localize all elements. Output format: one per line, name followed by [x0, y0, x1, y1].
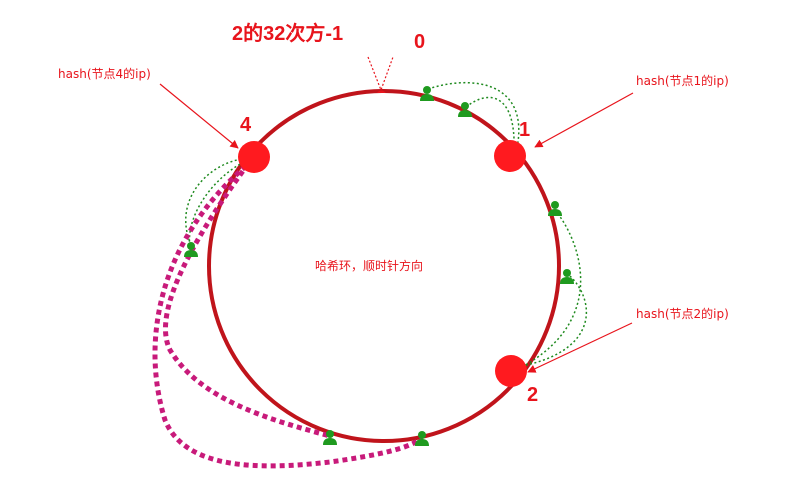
node-2-callout: hash(节点2的ip) — [636, 306, 729, 321]
max-value-label: 2的32次方-1 — [232, 21, 343, 45]
server-node-2: 2 — [495, 355, 538, 406]
node-4-callout: hash(节点4的ip) — [58, 66, 151, 81]
server-node-4: 4 — [238, 114, 270, 173]
callout-arrows — [159, 83, 634, 373]
server-node-1: 1 — [494, 119, 530, 172]
client-links-magenta — [152, 162, 424, 469]
user-icon — [560, 269, 574, 284]
node-1-callout: hash(节点1的ip) — [636, 73, 729, 88]
node-1-number: 1 — [519, 119, 530, 141]
hash-ring — [207, 89, 561, 443]
user-icon — [184, 242, 198, 257]
ring-origin-marker — [367, 56, 394, 93]
node-2-number: 2 — [527, 384, 538, 406]
zero-label: 0 — [414, 31, 425, 53]
ring-center-label: 哈希环，顺时针方向 — [315, 258, 423, 273]
node-4-number: 4 — [240, 114, 252, 136]
